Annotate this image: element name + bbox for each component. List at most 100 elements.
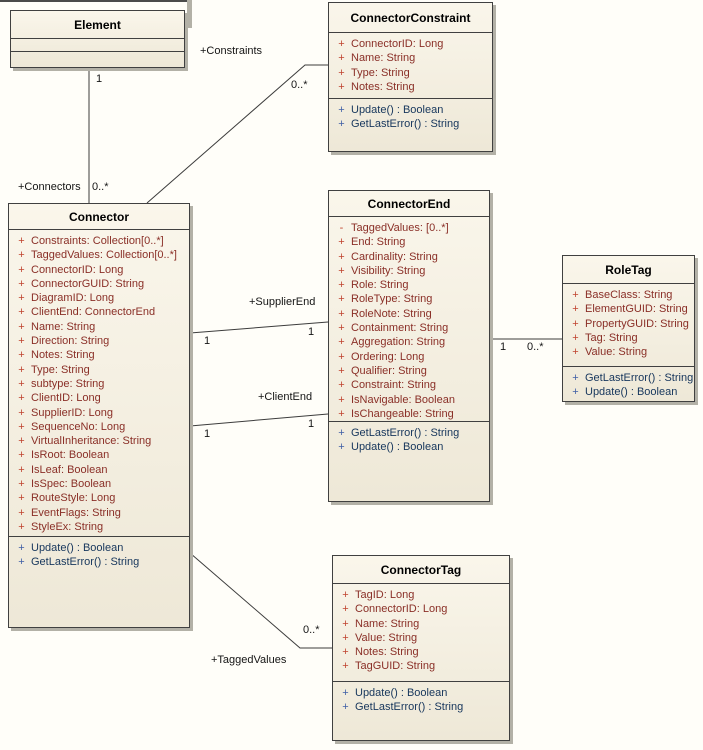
member-text: Notes: String — [351, 80, 415, 93]
member-text: GetLastError() : String — [351, 118, 460, 131]
visibility-marker: + — [572, 372, 579, 384]
member-text: Update() : Boolean — [351, 104, 444, 116]
attribute-row: +IsLeaf: Boolean — [9, 463, 189, 477]
attribute-row: +subtype: String — [9, 377, 189, 391]
member-text: BaseClass: String — [585, 289, 673, 301]
attribute-row: +Constraints: Collection[0..*] — [9, 234, 189, 248]
operation-row: +Update() : Boolean — [563, 385, 694, 399]
visibility-marker: + — [338, 38, 345, 50]
visibility-marker: + — [18, 435, 25, 448]
visibility-marker: + — [342, 589, 349, 601]
class-connectortag: ConnectorTag +TagID: Long+ConnectorID: L… — [332, 555, 510, 741]
visibility-marker: + — [572, 331, 579, 344]
role-label-supplierend: +SupplierEnd — [249, 296, 316, 308]
member-text: Value: String — [355, 631, 418, 644]
multiplicity-constraints-end: 0..* — [291, 79, 308, 91]
role-label-constraints: +Constraints — [200, 45, 263, 57]
class-roletag: RoleTag +BaseClass: String+ElementGUID: … — [562, 255, 695, 402]
member-text: IsChangeable: String — [351, 407, 454, 420]
visibility-marker: + — [18, 478, 25, 491]
attribute-row: +Notes: String — [9, 348, 189, 362]
association-connector-supplierend — [189, 321, 329, 334]
attribute-row: +Direction: String — [9, 334, 189, 348]
visibility-marker: + — [338, 279, 345, 292]
class-roletag-operations: +GetLastError() : String+Update() : Bool… — [563, 367, 694, 401]
operation-row: +GetLastError() : String — [329, 117, 492, 131]
visibility-marker: + — [18, 420, 25, 433]
attribute-row: +SupplierID: Long — [9, 406, 189, 420]
class-connector-title: Connector — [9, 204, 189, 230]
visibility-marker: + — [338, 441, 345, 454]
visibility-marker: + — [18, 335, 25, 348]
attribute-row: +Role: String — [329, 278, 489, 292]
member-text: ConnectorID: Long — [31, 263, 124, 276]
attribute-row: + ConnectorID: Long — [9, 263, 189, 277]
attribute-row: +TagGUID: String — [333, 659, 509, 673]
attribute-row: + ConnectorID: Long — [329, 37, 492, 51]
member-text: PropertyGUID: String — [585, 317, 689, 330]
member-text: ConnectorGUID: String — [31, 277, 145, 290]
visibility-marker: + — [342, 631, 349, 644]
visibility-marker: + — [342, 701, 349, 714]
multiplicity-roletag-source: 1 — [500, 341, 507, 353]
member-text: ElementGUID: String — [585, 303, 688, 316]
member-text: Update() : Boolean — [585, 386, 678, 399]
visibility-marker: + — [338, 80, 345, 93]
visibility-marker: + — [18, 363, 25, 376]
visibility-marker: + — [338, 350, 345, 363]
visibility-marker: + — [342, 660, 349, 673]
visibility-marker: + — [338, 393, 345, 406]
attribute-row: +TagID: Long — [333, 588, 509, 602]
member-text: VirtualInheritance: String — [31, 435, 152, 448]
visibility-marker: + — [18, 292, 25, 305]
multiplicity-clientend-target: 1 — [308, 418, 315, 430]
visibility-marker: + — [342, 646, 349, 659]
member-text: Containment: String — [351, 322, 449, 335]
visibility-marker: + — [338, 336, 345, 349]
class-element-operations — [11, 52, 184, 67]
visibility-marker: + — [18, 263, 25, 276]
member-text: ConnectorID: Long — [351, 38, 444, 50]
member-text: Ordering: Long — [351, 350, 425, 363]
class-element: Element — [10, 10, 185, 68]
visibility-marker: + — [18, 320, 25, 333]
attribute-row: +Name: String — [333, 617, 509, 631]
operation-row: +GetLastError() : String — [563, 371, 694, 385]
operation-row: +Update() : Boolean — [9, 541, 189, 555]
multiplicity-connector-end: 0..* — [92, 181, 109, 193]
attribute-row: +RouteStyle: Long — [9, 491, 189, 505]
class-connector: Connector +Constraints: Collection[0..*]… — [8, 203, 190, 628]
attribute-row: + Value: String — [333, 631, 509, 645]
member-text: Constraints: Collection[0..*] — [31, 235, 164, 247]
class-connectortag-title: ConnectorTag — [333, 556, 509, 584]
attribute-row: +PropertyGUID: String — [563, 317, 694, 331]
visibility-marker: + — [572, 289, 579, 301]
visibility-marker: + — [338, 379, 345, 392]
member-text: Cardinality: String — [351, 250, 438, 263]
attribute-row: -TaggedValues: [0..*] — [329, 221, 489, 235]
multiplicity-taggedvalues-end: 0..* — [303, 624, 320, 636]
attribute-row: +EventFlags: String — [9, 506, 189, 520]
visibility-marker: + — [338, 427, 345, 439]
attribute-row: +ClientID: Long — [9, 391, 189, 405]
association-connector-connectortag — [189, 552, 332, 649]
member-text: Qualifier: String — [351, 364, 427, 377]
member-text: RoleNote: String — [351, 307, 432, 320]
attribute-row: +TaggedValues: Collection[0..*] — [9, 248, 189, 262]
member-text: IsRoot: Boolean — [31, 449, 110, 462]
attribute-row: +Cardinality: String — [329, 250, 489, 264]
visibility-marker: + — [338, 364, 345, 377]
attribute-row: +Value: String — [563, 345, 694, 359]
association-connector-connectorconstraint — [146, 64, 328, 204]
member-text: RoleType: String — [351, 293, 433, 306]
attribute-row: +DiagramID: Long — [9, 291, 189, 305]
attribute-row: +Visibility: String — [329, 264, 489, 278]
attribute-row: +IsChangeable: String — [329, 407, 489, 421]
role-label-clientend: +ClientEnd — [258, 391, 313, 403]
member-text: Type: String — [31, 363, 90, 376]
member-text: IsSpec: Boolean — [31, 478, 112, 491]
class-connectorconstraint: ConnectorConstraint +ConnectorID: Long+N… — [328, 2, 493, 152]
member-text: GetLastError() : String — [31, 556, 140, 569]
class-connector-operations: +Update() : Boolean+GetLastError() : Str… — [9, 537, 189, 627]
